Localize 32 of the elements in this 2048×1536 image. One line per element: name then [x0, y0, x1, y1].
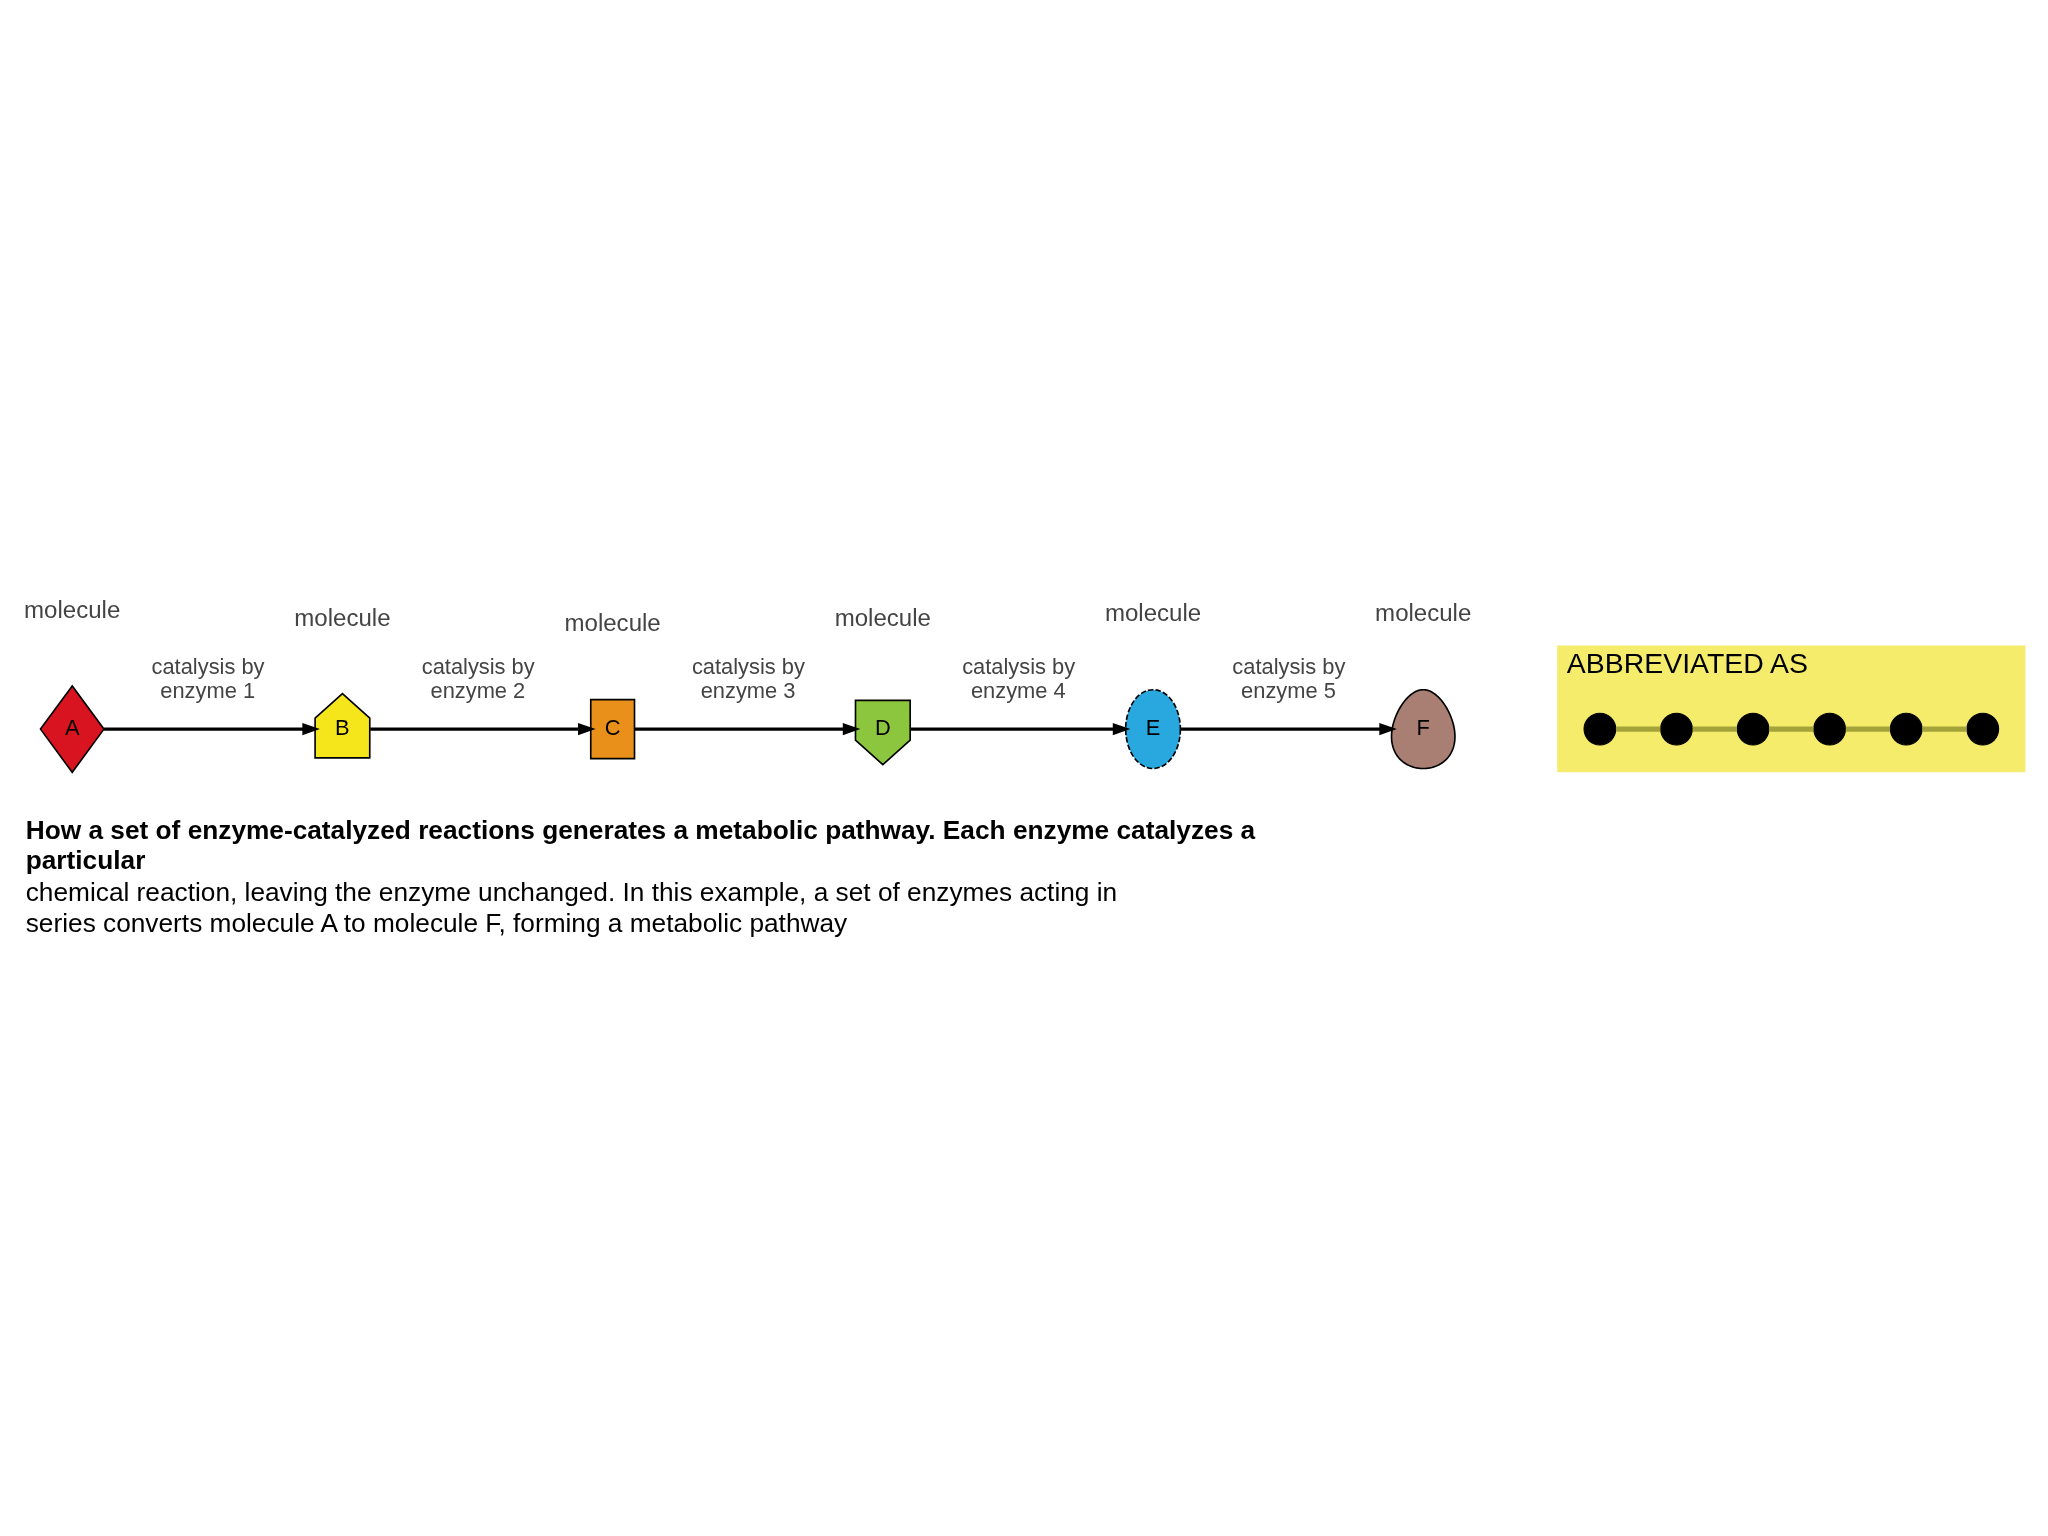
node-label: molecule	[564, 608, 661, 636]
node-label: molecule	[1104, 598, 1201, 626]
node-diamond: A	[39, 684, 105, 774]
node-circle	[1812, 712, 1846, 746]
node-ellipse: E	[1124, 688, 1181, 769]
arrow	[910, 722, 1130, 735]
node-circle	[1659, 712, 1693, 746]
arrow	[1180, 722, 1397, 735]
connector	[1921, 725, 1967, 732]
node-circle	[1965, 712, 1999, 746]
node-label: molecule	[834, 603, 931, 631]
connector	[1768, 725, 1813, 732]
arrow	[634, 722, 860, 735]
arrow	[369, 722, 596, 735]
connector	[1615, 725, 1660, 732]
edge-label: catalysis by enzyme 4	[961, 653, 1075, 703]
node-circle	[1583, 712, 1616, 746]
arrow	[103, 722, 320, 735]
node-label: molecule	[1374, 598, 1471, 626]
edge-label: catalysis by enzyme 1	[151, 653, 265, 703]
cluster: ABBREVIATED AS	[1556, 644, 2025, 772]
edge-label: catalysis by enzyme 3	[691, 653, 805, 703]
edge-label: catalysis by enzyme 5	[1231, 653, 1345, 703]
edge-label: catalysis by enzyme 2	[421, 653, 535, 703]
node-label: molecule	[23, 595, 120, 623]
caption: How a set of enzyme-catalyzed reactions generates a metabolic pathway. Each enzyme catalyzes a particular chemical reaction, leaving the enzyme unchanged. In this example, a set of enzymes acting in series converts molecule A to molecule F, forming a metabolic pathway	[25, 814, 1255, 938]
node-circle	[1736, 712, 1769, 746]
node-label: molecule	[293, 603, 391, 631]
connector	[1845, 725, 1890, 732]
node-box: C	[589, 698, 635, 759]
connector	[1692, 725, 1737, 732]
node-circle	[1889, 712, 1923, 746]
